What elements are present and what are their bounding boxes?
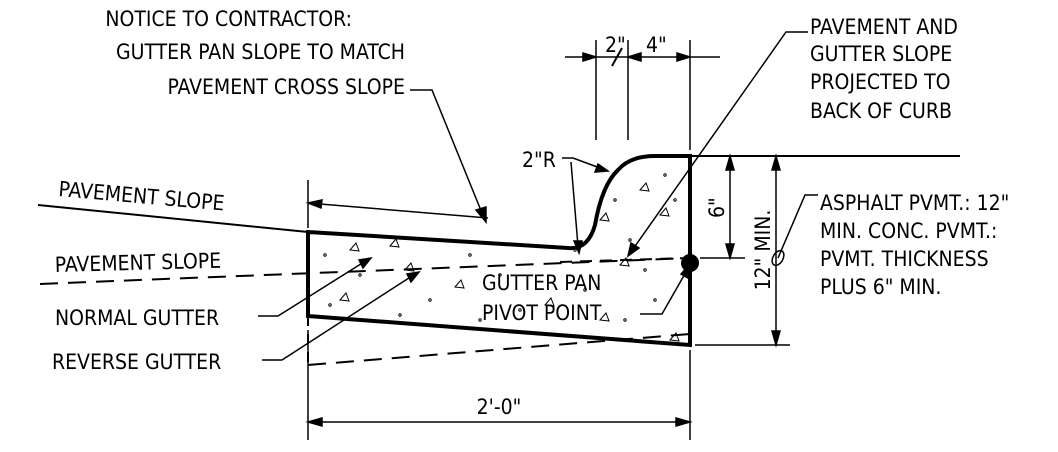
reverse-gutter-bottom-dashed <box>307 333 691 366</box>
notice-line3: PAVEMENT CROSS SLOPE <box>167 75 405 99</box>
thickness-line4: PLUS 6" MIN. <box>820 275 941 299</box>
thickness-line1: ASPHALT PVMT.: 12" <box>820 191 1009 215</box>
projected-line3: PROJECTED TO <box>810 70 951 94</box>
normal-gutter-label: NORMAL GUTTER <box>55 306 219 330</box>
pivot-label-line1: GUTTER PAN <box>482 271 601 295</box>
notice-line1: NOTICE TO CONTRACTOR: <box>105 7 352 31</box>
projected-line2: GUTTER SLOPE <box>810 42 952 66</box>
concrete-hatch <box>323 173 680 342</box>
pavement-slope-line-top <box>37 204 309 233</box>
thickness-line3: PVMT. THICKNESS <box>820 247 989 271</box>
text-labels: NOTICE TO CONTRACTOR: GUTTER PAN SLOPE T… <box>52 7 1009 419</box>
dim-top-left: 2" <box>605 33 626 57</box>
projected-line4: BACK OF CURB <box>810 99 952 123</box>
leader-lines <box>258 31 818 361</box>
radius-label: 2"R <box>522 148 556 172</box>
projected-line1: PAVEMENT AND <box>810 15 958 39</box>
dim-width: 2'-0" <box>477 395 522 419</box>
dimension-lines <box>305 40 790 440</box>
reverse-gutter-label: REVERSE GUTTER <box>52 350 221 374</box>
notice-line2: GUTTER PAN SLOPE TO MATCH <box>116 40 405 64</box>
dim-depth: 12" MIN. <box>751 210 775 291</box>
pivot-label-line2: PIVOT POINT <box>482 301 602 325</box>
dim-curb-height: 6" <box>705 197 729 218</box>
pivot-point-dot <box>681 254 699 272</box>
pavement-slope-bottom-label: PAVEMENT SLOPE <box>55 249 222 277</box>
thickness-line2: MIN. CONC. PVMT.: <box>820 219 997 243</box>
gutter-flowline-dashed <box>559 257 691 263</box>
gutter-outline <box>306 154 692 348</box>
dim-top-right: 4" <box>646 33 667 57</box>
